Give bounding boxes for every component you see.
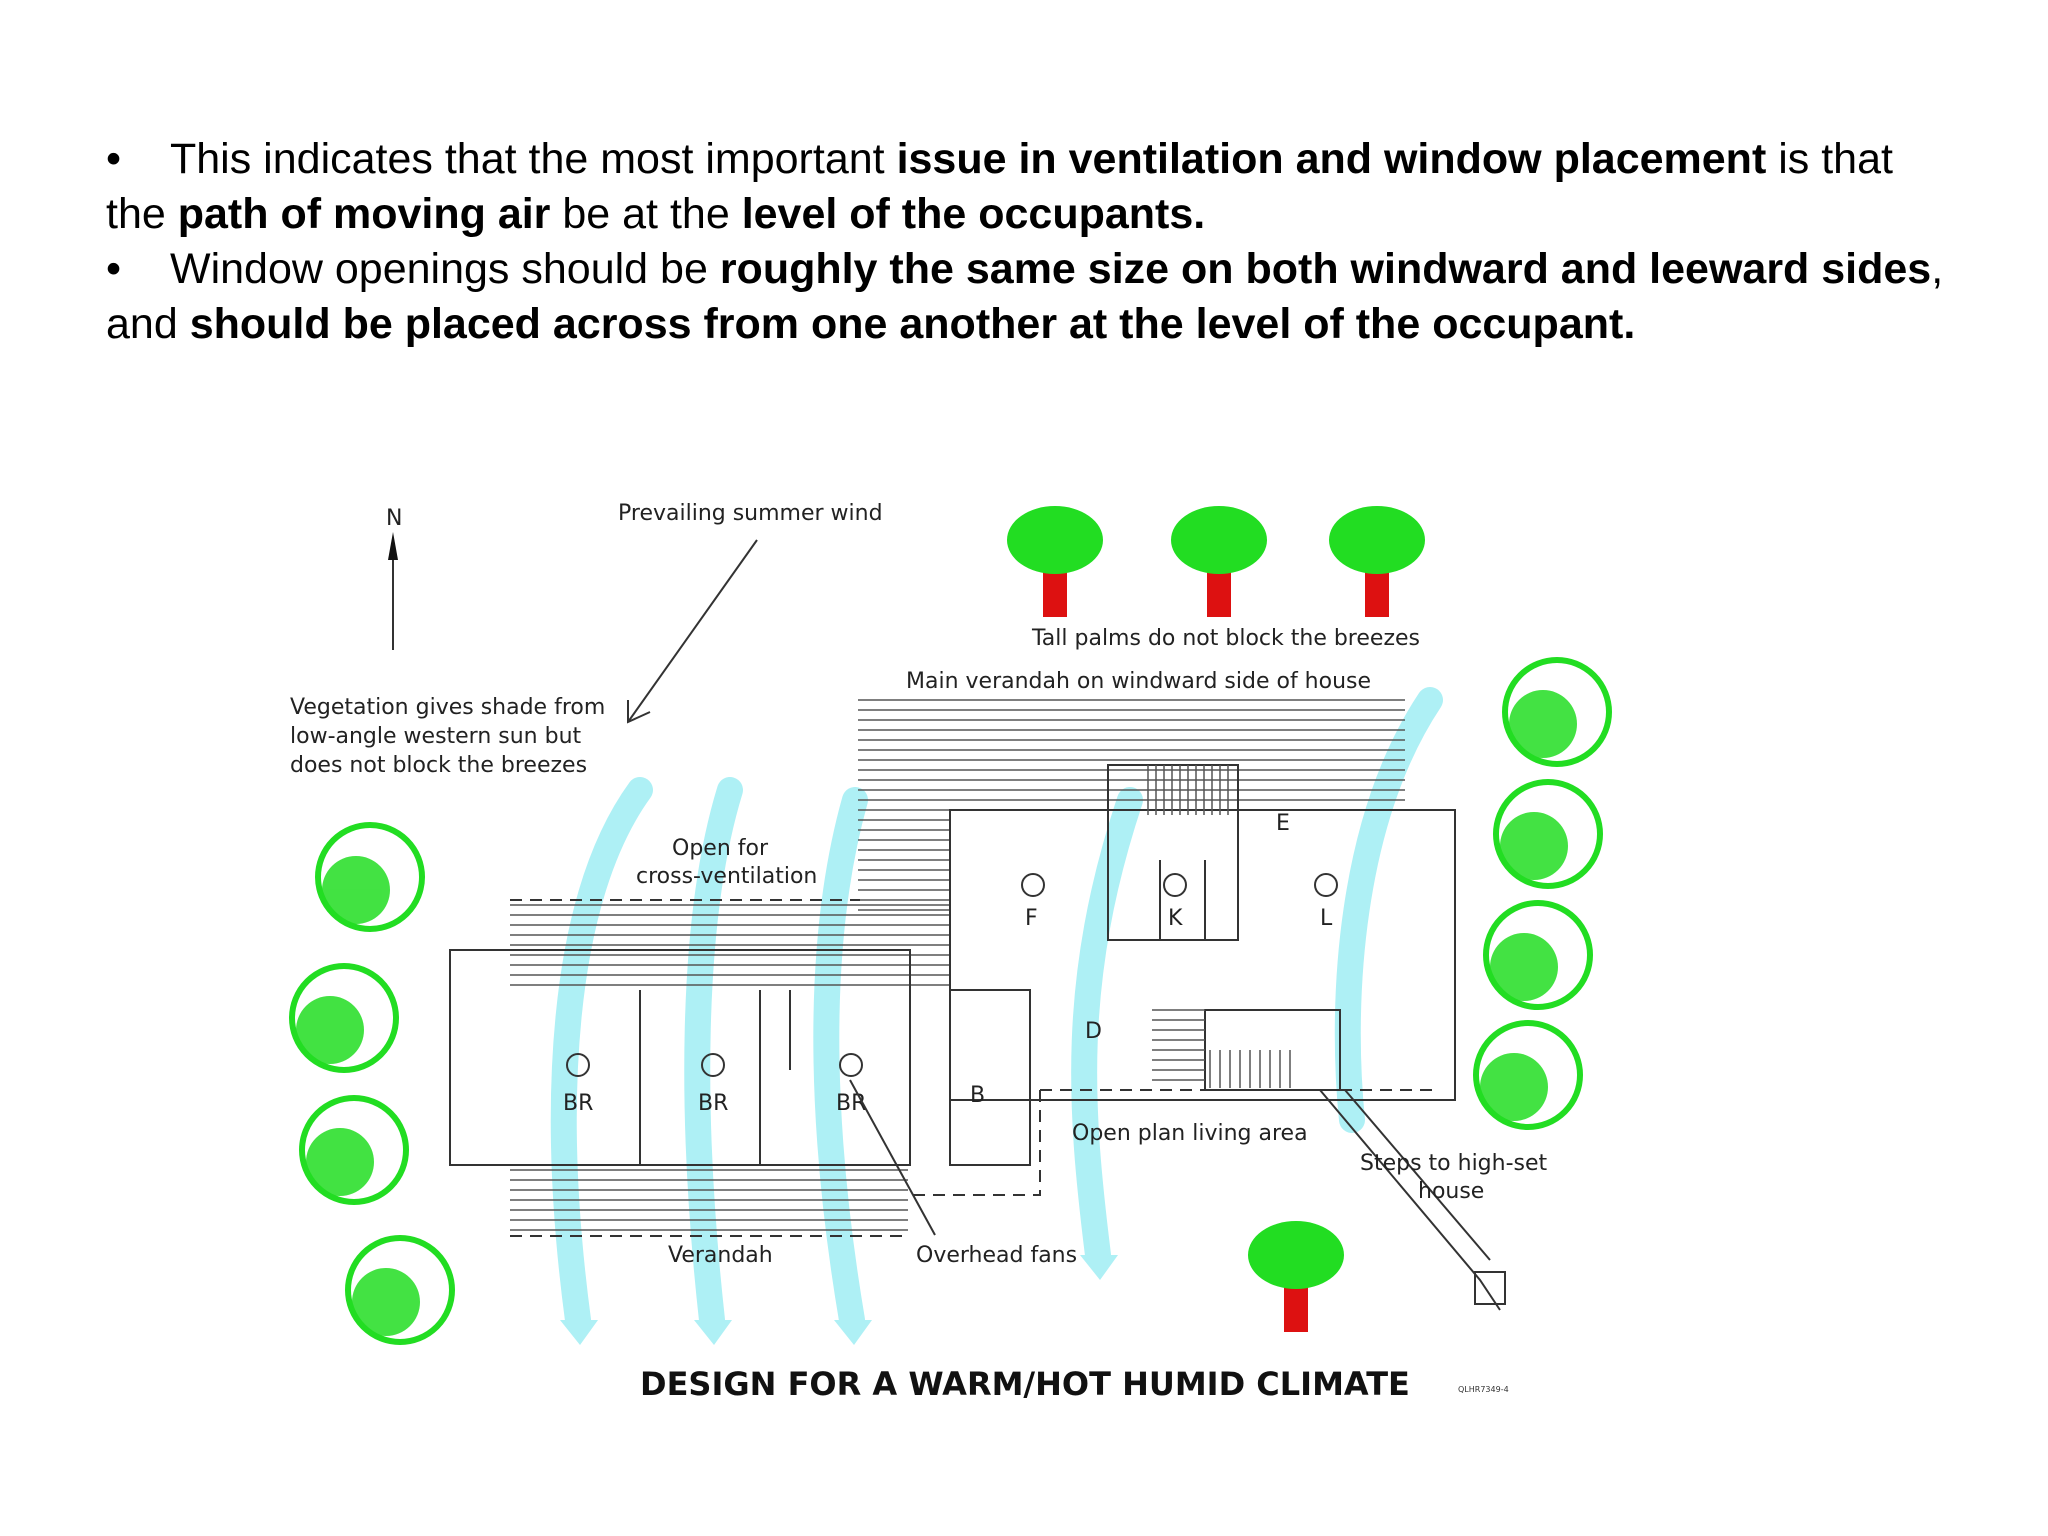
- verandah-hatching: [510, 904, 950, 1231]
- main-verandah: [858, 699, 1405, 911]
- airflow-arrowheads: [560, 1255, 1118, 1345]
- room-d: D: [1085, 1019, 1102, 1044]
- north-label: N: [386, 506, 402, 531]
- b2-bold2: should be placed across from one another…: [189, 300, 1636, 348]
- steps-label-2: house: [1418, 1179, 1484, 1204]
- veg-label-2: low-angle western sun but: [290, 724, 582, 749]
- b2-pre: Window openings should be: [170, 245, 720, 293]
- room-br-1: BR: [563, 1091, 593, 1116]
- bullet-1: •This indicates that the most important …: [106, 132, 2036, 242]
- open-vent-label-1: Open for: [672, 836, 769, 861]
- b1-mid2: be at the: [550, 190, 742, 238]
- room-f: F: [1025, 906, 1038, 931]
- fan-icon: [566, 873, 1338, 1077]
- wind-arrow: [627, 539, 758, 724]
- bullet-text: •This indicates that the most important …: [106, 132, 2036, 352]
- fans-leader-line: [849, 1079, 936, 1236]
- fans-label: Overhead fans: [916, 1243, 1077, 1268]
- room-br-2: BR: [698, 1091, 728, 1116]
- wind-label: Prevailing summer wind: [618, 501, 883, 526]
- palms-label: Tall palms do not block the breezes: [1031, 626, 1420, 651]
- open-plan-label: Open plan living area: [1072, 1121, 1308, 1146]
- b2-and: and: [106, 300, 190, 348]
- palm-icon: [1007, 506, 1425, 1332]
- b1-bold2: path of moving air: [177, 190, 551, 238]
- room-b: B: [970, 1083, 985, 1108]
- north-arrow: N: [386, 506, 402, 650]
- bullet-dot: •: [106, 245, 122, 293]
- tree-icon: [289, 657, 1612, 1345]
- b1-bold3: level of the occupants.: [741, 190, 1206, 238]
- b2-comma: ,: [1931, 245, 1944, 293]
- verandah-label: Verandah: [668, 1243, 773, 1268]
- veg-label-1: Vegetation gives shade from: [290, 695, 605, 720]
- diagram-code: QLHR7349-4: [1458, 1385, 1509, 1394]
- room-e: E: [1276, 811, 1290, 836]
- room-l: L: [1320, 906, 1333, 931]
- bullet-2: • Window openings should be roughly the s…: [106, 242, 2036, 352]
- room-br-3: BR: [836, 1091, 866, 1116]
- steps-label-1: Steps to high-set: [1360, 1151, 1548, 1176]
- airflow-arrows: [550, 687, 1443, 1333]
- bullet-dot: •: [106, 135, 122, 183]
- tree-foliage: [296, 690, 1577, 1336]
- stair-hatching: [1147, 765, 1291, 1088]
- diagram-title: DESIGN FOR A WARM/HOT HUMID CLIMATE: [640, 1365, 1410, 1403]
- b2-bold1: roughly the same size on both windward a…: [719, 245, 1932, 293]
- veg-label-3: does not block the breezes: [290, 753, 587, 778]
- b1-mid1: is that: [1766, 135, 1893, 183]
- b1-the: the: [106, 190, 178, 238]
- room-k: K: [1168, 906, 1183, 931]
- main-verandah-label: Main verandah on windward side of house: [906, 669, 1371, 694]
- b1-pre: This indicates that the most important: [170, 135, 897, 183]
- b1-bold1: issue in ventilation and window placemen…: [896, 135, 1767, 183]
- building-walls: [449, 764, 1506, 1311]
- open-vent-label-2: cross-ventilation: [636, 864, 817, 889]
